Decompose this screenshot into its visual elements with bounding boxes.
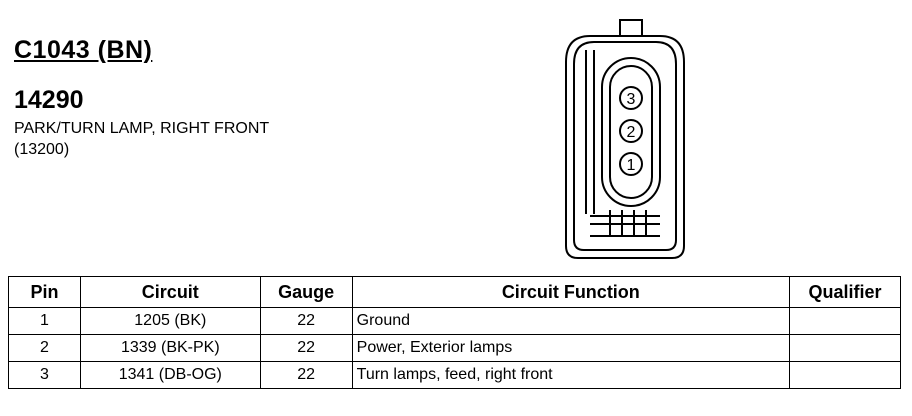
connector-id: C1043 (BN) xyxy=(14,36,153,64)
pin-3-marker: 3 xyxy=(619,86,643,110)
cell-circuit: 1205 (BK) xyxy=(79,307,261,335)
cell-circuit: 1341 (DB-OG) xyxy=(79,361,261,389)
pin-1-circle xyxy=(619,152,643,176)
cell-circuit: 1339 (BK-PK) xyxy=(79,334,261,362)
header-pin: Pin xyxy=(8,276,81,308)
header-gauge: Gauge xyxy=(259,276,353,308)
part-number: 14290 xyxy=(14,86,84,114)
pin-1-marker: 1 xyxy=(619,152,643,176)
connector-description: PARK/TURN LAMP, RIGHT FRONT xyxy=(14,120,270,137)
cell-function: Turn lamps, feed, right front xyxy=(351,361,791,389)
cell-gauge: 22 xyxy=(259,361,353,389)
connector-reference: (13200) xyxy=(14,141,70,158)
cell-qualifier xyxy=(789,361,901,389)
header-circuit: Circuit xyxy=(79,276,261,308)
connector-housing-inner xyxy=(573,41,677,251)
cell-function: Ground xyxy=(351,307,791,335)
cell-gauge: 22 xyxy=(259,334,353,362)
connector-description-block: PARK/TURN LAMP, RIGHT FRONT (13200) xyxy=(14,118,269,160)
cell-gauge: 22 xyxy=(259,307,353,335)
table-header-row: Pin Circuit Gauge Circuit Function Quali… xyxy=(8,276,901,308)
table-row: 3 1341 (DB-OG) 22 Turn lamps, feed, righ… xyxy=(8,361,901,389)
cell-pin: 3 xyxy=(8,361,81,389)
cell-qualifier xyxy=(789,307,901,335)
pin-3-label: 3 xyxy=(627,91,636,108)
table-row: 2 1339 (BK-PK) 22 Power, Exterior lamps xyxy=(8,334,901,362)
connector-header: C1043 (BN) xyxy=(14,36,152,65)
cell-qualifier xyxy=(789,334,901,362)
table-row: 1 1205 (BK) 22 Ground xyxy=(8,307,901,335)
pin-2-marker: 2 xyxy=(619,119,643,143)
pin-2-label: 2 xyxy=(627,124,636,141)
pin-1-label: 1 xyxy=(627,157,636,174)
header-circuit-function: Circuit Function xyxy=(351,276,791,308)
connector-tab xyxy=(619,19,643,36)
connector-housing xyxy=(565,35,685,259)
cell-function: Power, Exterior lamps xyxy=(351,334,791,362)
header-qualifier: Qualifier xyxy=(789,276,901,308)
connector-face-diagram: 3 2 1 xyxy=(565,19,685,259)
pin-2-circle xyxy=(619,119,643,143)
cell-pin: 1 xyxy=(8,307,81,335)
pinout-table: Pin Circuit Gauge Circuit Function Quali… xyxy=(8,276,901,389)
pin-3-circle xyxy=(619,86,643,110)
pin-cavity xyxy=(601,57,661,207)
cell-pin: 2 xyxy=(8,334,81,362)
